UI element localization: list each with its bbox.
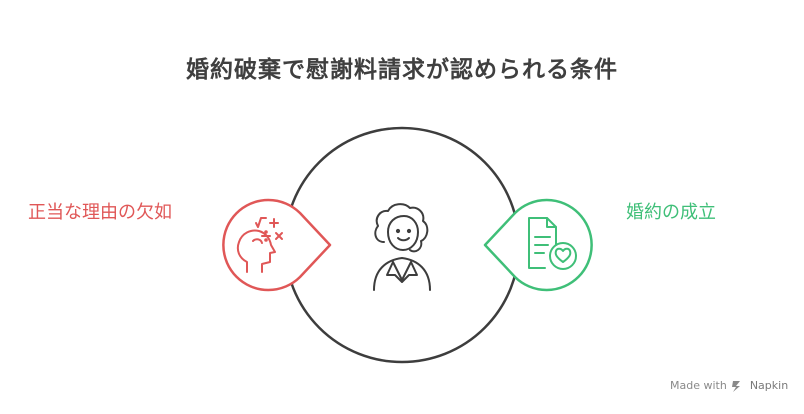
head-thinking-math-icon <box>236 217 283 273</box>
page-title: 婚約破棄で慰謝料請求が認められる条件 <box>186 57 618 83</box>
napkin-logo-icon <box>732 381 740 392</box>
judge-icon <box>373 203 431 291</box>
napkin-brand-text: Napkin <box>749 379 789 392</box>
made-with-napkin-footer[interactable]: Made with Napkin <box>670 379 788 392</box>
left-teardrop-shape <box>222 198 332 292</box>
left-node-label: 正当な理由の欠如 <box>28 202 172 223</box>
made-with-text: Made with <box>670 379 727 392</box>
right-node-label: 婚約の成立 <box>626 202 716 223</box>
document-heart-icon <box>528 217 577 270</box>
